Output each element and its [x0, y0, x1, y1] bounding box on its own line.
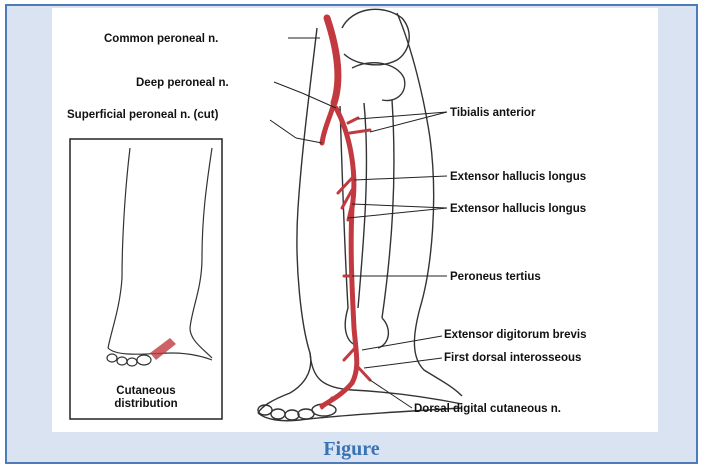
anatomy-figure: Common peroneal n. Deep peroneal n. Supe…: [52, 8, 658, 432]
inset-cutaneous-distribution: [70, 139, 222, 419]
label-common-peroneal: Common peroneal n.: [104, 33, 218, 45]
label-extensor-hallucis-longus-1: Extensor hallucis longus: [450, 171, 586, 183]
inset-caption-line1: Cutaneous: [116, 385, 175, 397]
label-dorsal-digital-cutaneous: Dorsal digital cutaneous n.: [414, 403, 561, 415]
label-deep-peroneal: Deep peroneal n.: [136, 77, 229, 89]
label-tibialis-anterior: Tibialis anterior: [450, 107, 536, 119]
leg-nerve-diagram: Common peroneal n. Deep peroneal n. Supe…: [52, 8, 658, 432]
label-peroneus-tertius: Peroneus tertius: [450, 271, 541, 283]
label-extensor-hallucis-longus-2: Extensor hallucis longus: [450, 203, 586, 215]
label-first-dorsal-interosseous: First dorsal interosseous: [444, 352, 581, 364]
label-extensor-digitorum-brevis: Extensor digitorum brevis: [444, 329, 587, 341]
label-superficial-peroneal: Superficial peroneal n. (cut): [67, 109, 219, 121]
figure-frame: Common peroneal n. Deep peroneal n. Supe…: [5, 4, 698, 464]
inset-caption-line2: distribution: [114, 398, 177, 410]
figure-caption: Figure: [7, 438, 696, 461]
